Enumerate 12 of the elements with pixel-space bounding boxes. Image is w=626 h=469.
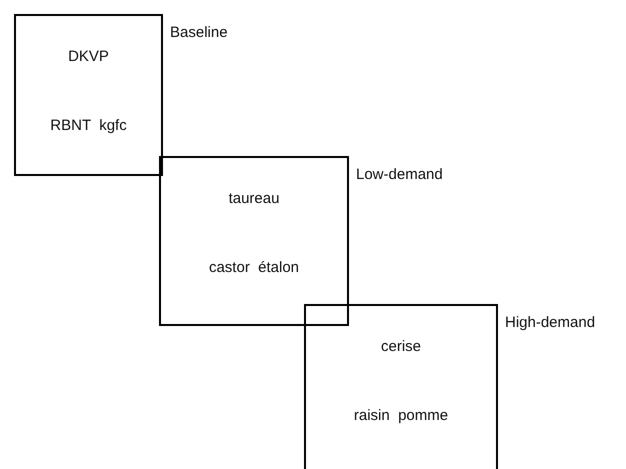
box-text: taureau (228, 189, 280, 209)
box-text: DKVP (68, 47, 109, 67)
text-box (304, 304, 498, 469)
text-box (159, 156, 349, 326)
box-caption: High-demand (505, 313, 596, 333)
box-text: cerise (380, 337, 421, 357)
text-box (14, 14, 163, 176)
box-text: raisin pomme (354, 406, 448, 426)
box-text: castor étalon (208, 258, 300, 278)
box-text: RBNT kgfc (50, 116, 127, 136)
box-caption: Baseline (170, 23, 228, 43)
box-caption: Low-demand (356, 165, 443, 185)
